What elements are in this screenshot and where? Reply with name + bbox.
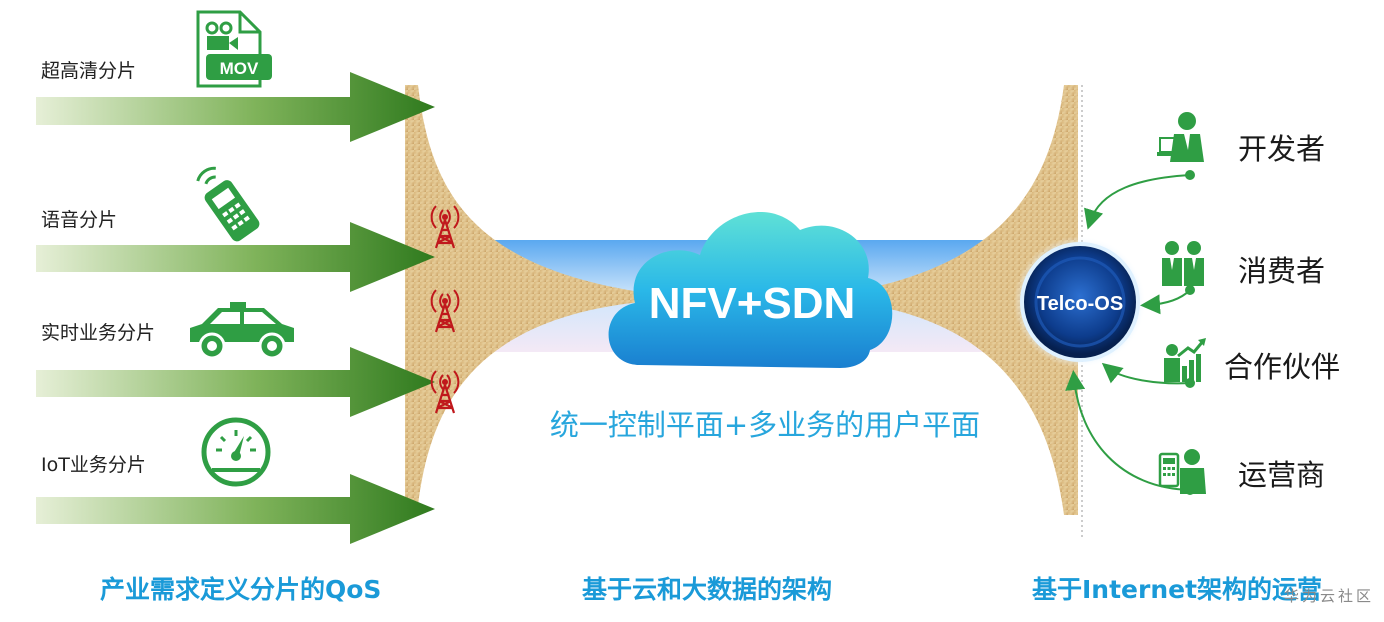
slice-arrow-3 <box>36 347 435 417</box>
gauge-icon <box>201 417 271 487</box>
tower-icon <box>430 289 460 333</box>
right-funnel <box>850 85 1078 515</box>
role-label-developer: 开发者 <box>1238 132 1326 166</box>
tower-icon <box>430 205 460 249</box>
slice-label-uhd: 超高清分片 <box>41 60 137 82</box>
hub-label: Telco-OS <box>1037 293 1123 315</box>
operator-icon <box>1158 449 1206 494</box>
footer-qos: 产业需求定义分片的QoS <box>100 575 382 604</box>
cloud-caption: 统一控制平面+多业务的用户平面 <box>549 408 981 442</box>
tower-icon <box>430 370 460 414</box>
cloud-label: NFV+SDN <box>649 279 856 328</box>
role-label-partner: 合作伙伴 <box>1224 350 1341 384</box>
footer-operation: 基于Internet架构的运营 <box>1032 575 1323 604</box>
watermark: 华为云社区 <box>1283 587 1374 605</box>
developer-icon <box>1157 112 1204 162</box>
slice-label-realtime: 实时业务分片 <box>41 322 156 344</box>
mov-icon-text: MOV <box>220 59 259 78</box>
mov-file-icon: MOV <box>196 10 272 88</box>
car-icon <box>190 302 294 360</box>
slice-label-voice: 语音分片 <box>41 209 118 231</box>
slice-label-iot: IoT业务分片 <box>41 454 146 476</box>
consumers-icon <box>1162 241 1204 286</box>
partner-chart-icon <box>1164 338 1206 382</box>
slice-arrow-2 <box>36 222 435 292</box>
left-funnel <box>405 85 640 505</box>
role-label-consumer: 消费者 <box>1238 254 1326 288</box>
nfv-sdn-cloud: NFV+SDN <box>608 211 893 368</box>
footer-architecture: 基于云和大数据的架构 <box>582 575 833 604</box>
role-label-operator: 运营商 <box>1238 458 1326 492</box>
phone-icon <box>196 166 260 242</box>
slice-arrow-1 <box>36 72 435 142</box>
slice-arrows <box>36 72 435 544</box>
telco-os-hub: Telco-OS <box>1014 236 1146 368</box>
slice-arrow-4 <box>36 474 435 544</box>
